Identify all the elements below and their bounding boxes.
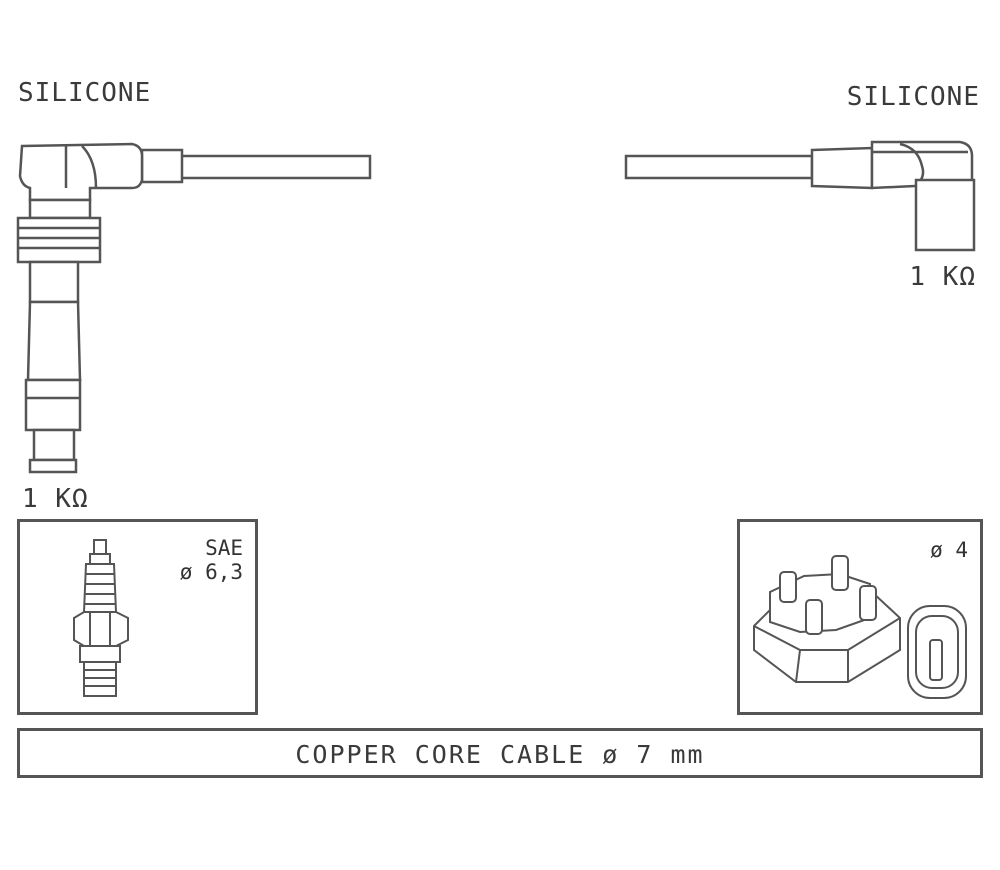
cable-spec-banner: COPPER CORE CABLE ø 7 mm bbox=[17, 728, 983, 778]
resistance-label-left: 1 KΩ bbox=[22, 484, 89, 514]
spark-plug-icon bbox=[73, 539, 129, 697]
spark-plug-diameter: ø 6,3 bbox=[179, 560, 243, 584]
right-wire bbox=[624, 154, 814, 180]
spark-plug-panel: SAE ø 6,3 bbox=[17, 519, 258, 715]
ignition-coil-icon bbox=[753, 555, 967, 699]
coil-terminal-diameter: ø 4 bbox=[930, 538, 968, 562]
silicone-label-right: SILICONE bbox=[846, 82, 980, 112]
cable-spec-text: COPPER CORE CABLE ø 7 mm bbox=[295, 740, 705, 769]
spark-plug-standard: SAE bbox=[205, 536, 243, 560]
silicone-label-left: SILICONE bbox=[18, 78, 152, 108]
ignition-coil-panel: ø 4 bbox=[737, 519, 983, 715]
resistance-label-right: 1 KΩ bbox=[909, 262, 976, 292]
